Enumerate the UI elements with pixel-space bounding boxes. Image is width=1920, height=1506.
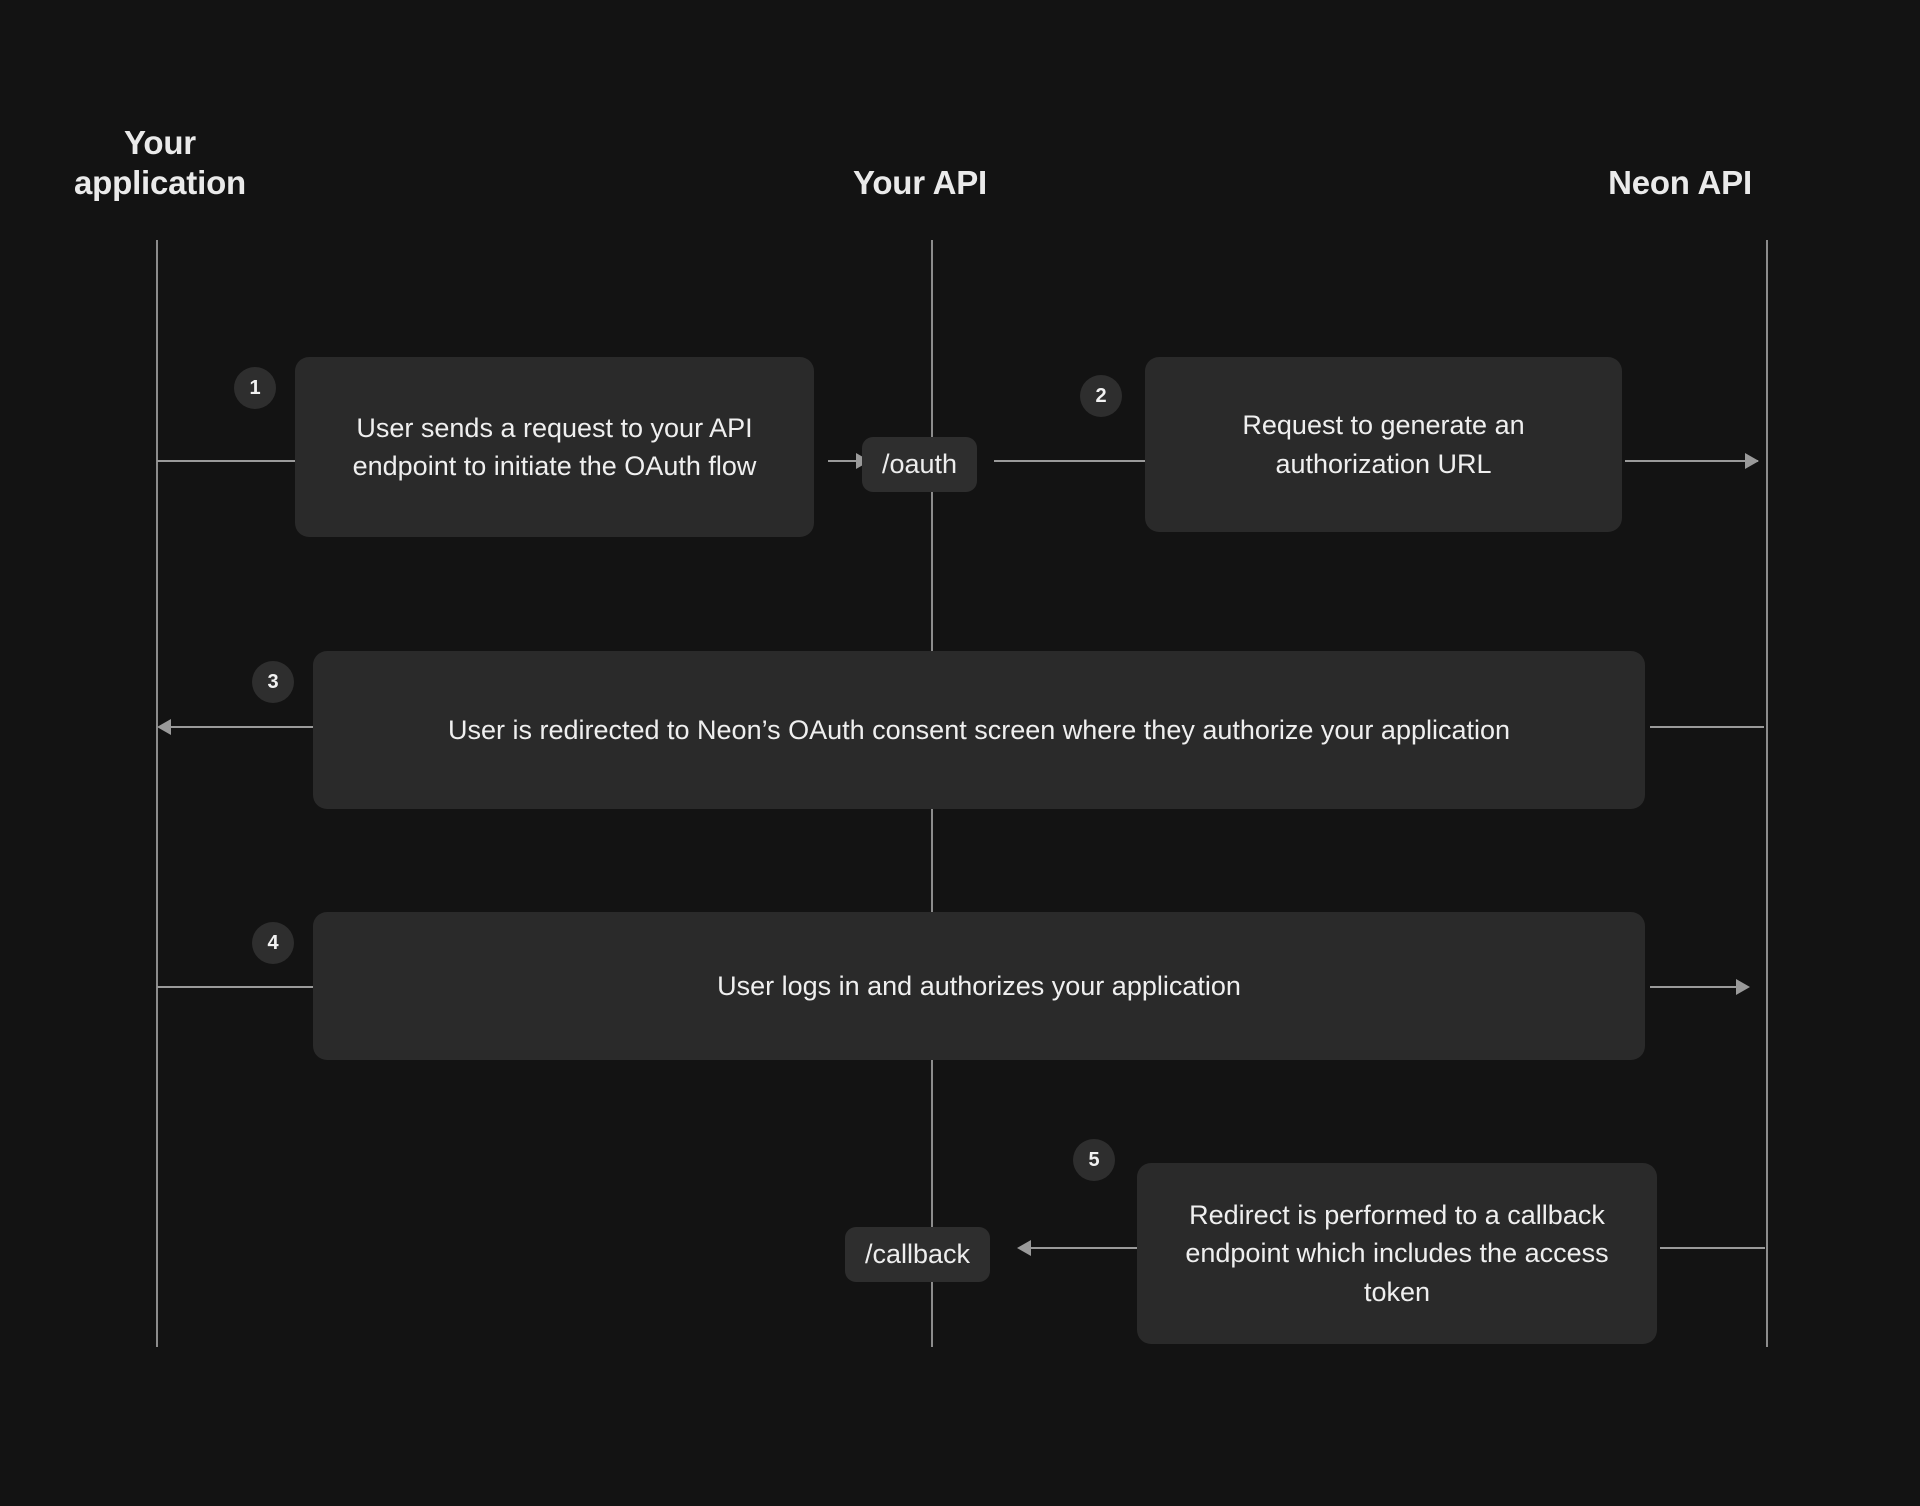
- lane-header-your-api: Your API: [852, 164, 988, 201]
- connector-step-5-left: [1026, 1247, 1139, 1249]
- lane-header-neon-api: Neon API: [1608, 164, 1752, 201]
- message-box-step-3: User is redirected to Neon’s OAuth conse…: [313, 651, 1645, 809]
- lifeline-neon-api: [1766, 240, 1768, 1347]
- arrowhead-right-step-4: [1736, 979, 1750, 995]
- lifeline-your-application: [156, 240, 158, 1347]
- connector-step-3-left: [166, 726, 314, 728]
- step-badge-1: 1: [234, 367, 276, 409]
- message-box-step-1: User sends a request to your API endpoin…: [295, 357, 814, 537]
- oauth-pill[interactable]: /oauth: [862, 437, 978, 492]
- step-badge-2: 2: [1080, 375, 1122, 417]
- lane-header-your-application: Your application: [74, 124, 246, 201]
- arrowhead-left-step-5: [1017, 1240, 1031, 1256]
- callback-pill[interactable]: /callback: [845, 1227, 991, 1282]
- connector-step-5-right: [1660, 1247, 1765, 1249]
- step-badge-5: 5: [1073, 1139, 1115, 1181]
- connector-step-4-right: [1650, 986, 1743, 988]
- step-badge-3: 3: [252, 661, 294, 703]
- connector-step-3-right: [1650, 726, 1764, 728]
- connector-step-1-right: [828, 460, 870, 462]
- step-badge-4: 4: [252, 922, 294, 964]
- message-box-step-4: User logs in and authorizes your applica…: [313, 912, 1645, 1060]
- arrowhead-right-step-2: [1745, 453, 1759, 469]
- connector-step-2-left: [994, 460, 1147, 462]
- connector-step-4-left: [157, 986, 314, 988]
- message-box-step-5: Redirect is performed to a callback endp…: [1137, 1163, 1657, 1344]
- connector-step-2-right: [1625, 460, 1758, 462]
- connector-step-1-left: [157, 460, 297, 462]
- message-box-step-2: Request to generate an authorization URL: [1145, 357, 1622, 532]
- arrowhead-left-step-3: [157, 719, 171, 735]
